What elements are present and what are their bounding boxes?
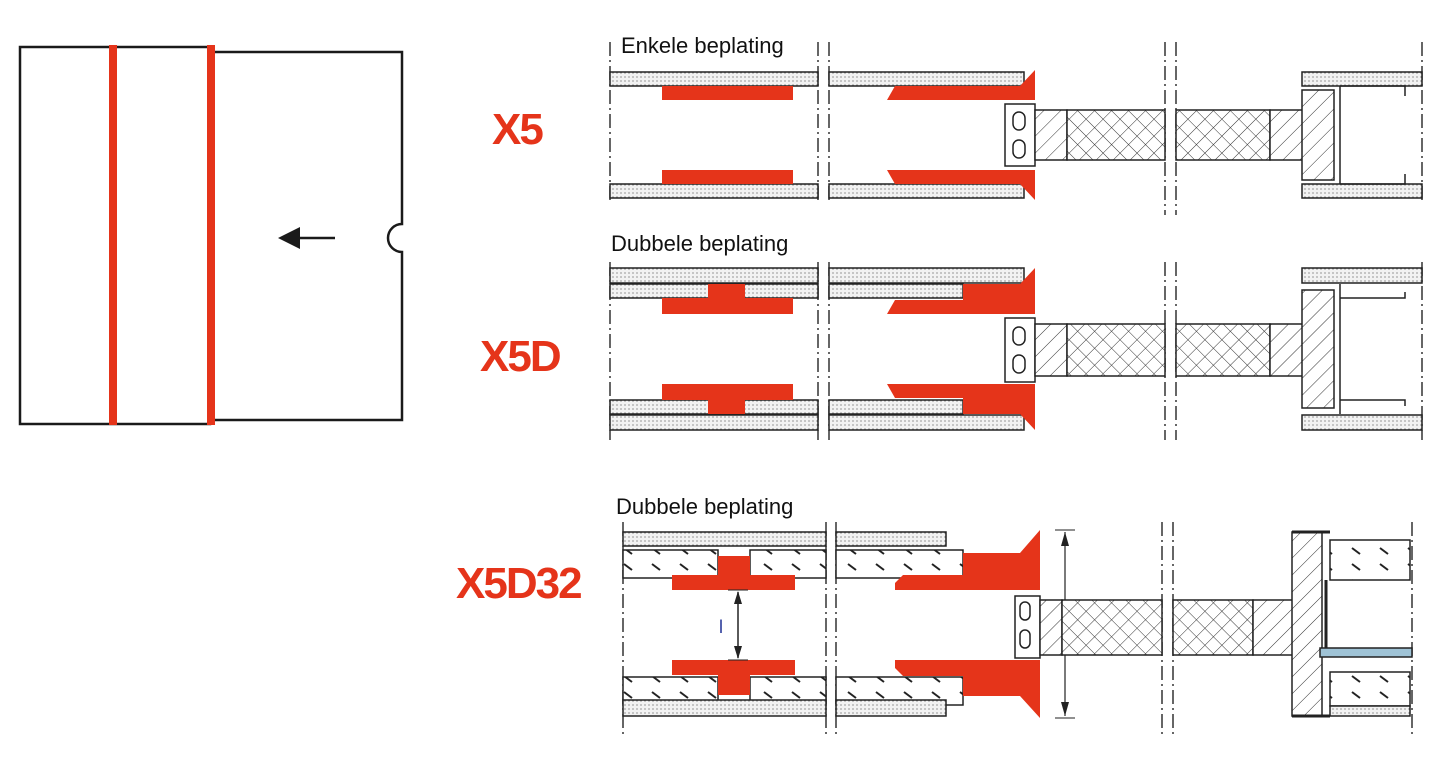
dimension-label: l	[719, 617, 723, 637]
title-section-3: Dubbele beplating	[616, 494, 793, 519]
label-x5d32: X5D32	[456, 559, 581, 608]
profile-bottom	[662, 170, 793, 184]
section-x5	[609, 70, 1423, 200]
room-outline	[18, 45, 404, 426]
profile-top	[672, 556, 795, 590]
title-section-1: Enkele beplating	[621, 33, 784, 58]
end-profile-top	[895, 530, 1040, 590]
dimension-arrow	[728, 589, 748, 661]
frame-right	[1291, 530, 1413, 718]
section-x5d	[609, 267, 1423, 431]
section-x5d32: l	[622, 529, 1413, 719]
door-leaf	[1014, 595, 1309, 659]
partition-red-2	[207, 45, 215, 425]
overview-plan	[18, 45, 404, 426]
door-leaf	[1004, 317, 1323, 383]
profile-bottom	[672, 660, 795, 695]
label-x5: X5	[492, 105, 543, 154]
frame-right	[1301, 71, 1423, 199]
profile-top	[662, 86, 793, 100]
door-leaf	[1004, 103, 1323, 167]
end-profile-top	[887, 268, 1035, 314]
label-x5d: X5D	[480, 332, 560, 381]
profile-top	[662, 284, 793, 314]
end-profile-bottom	[887, 384, 1035, 430]
end-profile-bottom	[895, 660, 1040, 718]
end-profile-bottom	[887, 170, 1035, 200]
partition-red-1	[109, 45, 117, 425]
end-profile-top	[887, 70, 1035, 100]
frame-right	[1301, 267, 1423, 431]
title-section-2: Dubbele beplating	[611, 231, 788, 256]
arrow-left-icon	[278, 227, 335, 249]
glass-strip	[1319, 647, 1413, 658]
profile-bottom	[662, 384, 793, 414]
